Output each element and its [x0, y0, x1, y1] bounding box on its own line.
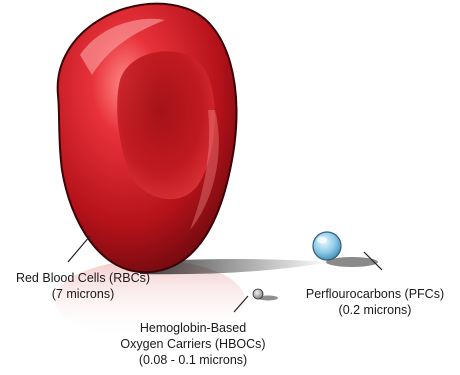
hboc-label: Hemoglobin-Based Oxygen Carriers (HBOCs)… [118, 320, 268, 368]
hboc-name-line1: Hemoglobin-Based [118, 320, 268, 336]
hboc-particle [253, 289, 278, 301]
pfc-label: Perflourocarbons (PFCs) (0.2 microns) [290, 286, 460, 318]
rbc-name: Red Blood Cells (RBCs) [8, 270, 158, 286]
hboc-size: (0.08 - 0.1 microns) [118, 352, 268, 368]
rbc-size: (7 microns) [8, 286, 158, 302]
red-blood-cell [58, 4, 237, 273]
rbc-leader-line [68, 236, 90, 262]
pfc-size: (0.2 microns) [290, 302, 460, 318]
rbc-label: Red Blood Cells (RBCs) (7 microns) [8, 270, 158, 302]
hboc-name-line2: Oxygen Carriers (HBOCs) [118, 336, 268, 352]
pfc-name: Perflourocarbons (PFCs) [290, 286, 460, 302]
